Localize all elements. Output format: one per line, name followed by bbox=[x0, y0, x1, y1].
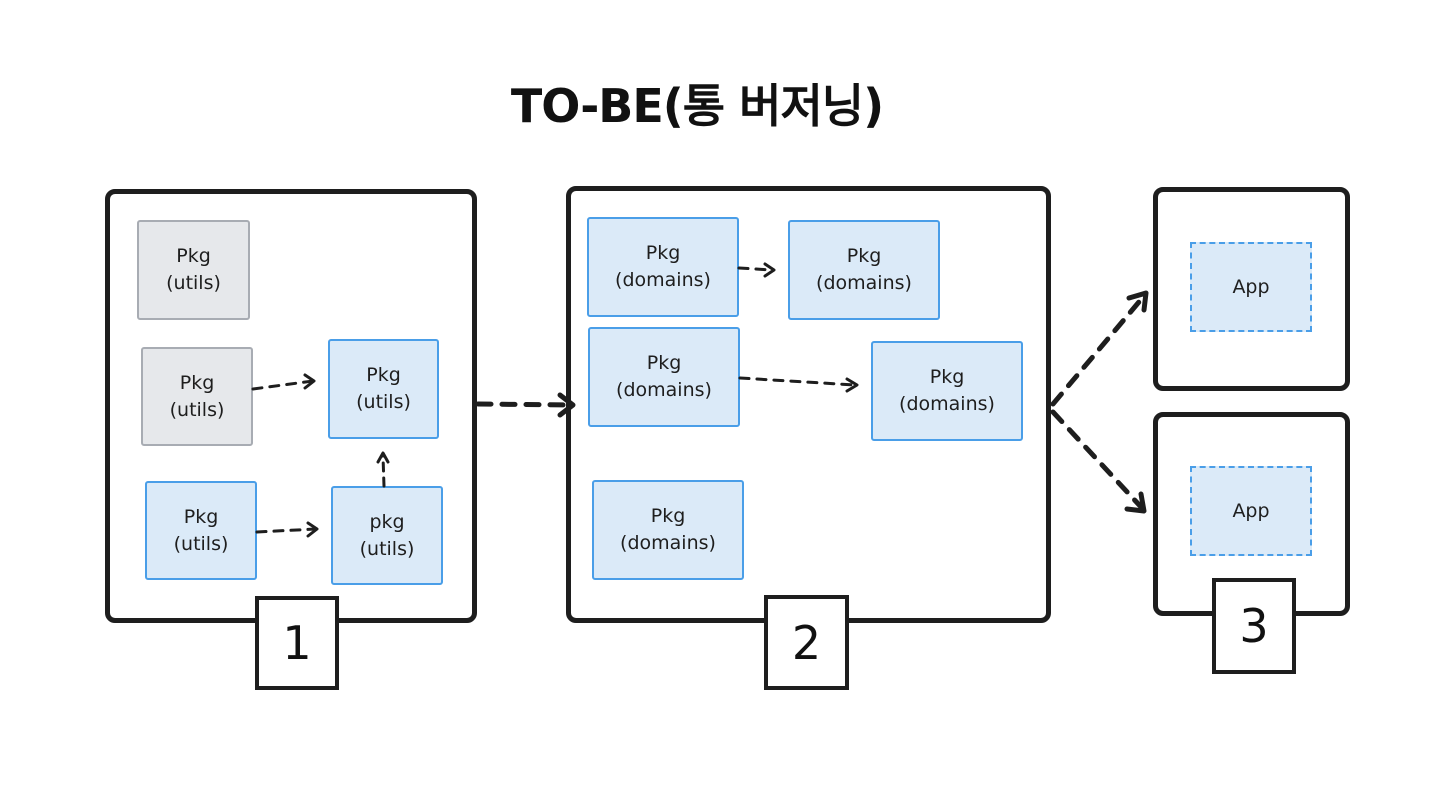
group-2-number: 2 bbox=[764, 595, 849, 690]
diagram-title: TO-BE(통 버저닝) bbox=[510, 79, 884, 133]
group-3-number: 3 bbox=[1212, 578, 1296, 674]
package-name: Pkg bbox=[846, 245, 882, 267]
package-name: pkg bbox=[369, 510, 405, 533]
package-type: (utils) bbox=[166, 272, 221, 294]
package-domains-1: Pkg (domains) bbox=[587, 217, 739, 317]
package-domains-4: Pkg (domains) bbox=[871, 341, 1023, 441]
package-type: (domains) bbox=[616, 379, 712, 401]
package-type: (utils) bbox=[359, 537, 415, 560]
arrow-group2-to-app-2 bbox=[1050, 409, 1145, 511]
package-domains-3: Pkg (domains) bbox=[588, 327, 740, 427]
package-domains-2: Pkg (domains) bbox=[788, 220, 940, 320]
package-type: (domains) bbox=[615, 269, 711, 291]
package-name: Pkg bbox=[645, 242, 681, 264]
package-domains-5: Pkg (domains) bbox=[592, 480, 744, 580]
arrowhead bbox=[1124, 491, 1147, 514]
package-utils-grey-2: Pkg (utils) bbox=[141, 347, 253, 446]
package-type: (utils) bbox=[169, 398, 225, 421]
package-name: Pkg bbox=[183, 505, 219, 528]
package-name: Pkg bbox=[650, 505, 686, 527]
package-name: Pkg bbox=[176, 245, 211, 267]
package-utils-blue-bottom-right: pkg (utils) bbox=[331, 486, 443, 585]
package-name: Pkg bbox=[646, 352, 682, 374]
package-utils-blue-bottom-left: Pkg (utils) bbox=[145, 481, 257, 580]
package-type: (domains) bbox=[899, 393, 995, 415]
package-utils-blue-top-right: Pkg (utils) bbox=[328, 339, 439, 439]
group-1-number: 1 bbox=[255, 596, 339, 690]
package-type: (utils) bbox=[356, 391, 411, 413]
package-type: (utils) bbox=[173, 532, 229, 555]
package-name: Pkg bbox=[366, 364, 401, 386]
package-name: Pkg bbox=[929, 366, 965, 388]
arrow-group2-to-app-1 bbox=[1050, 293, 1147, 407]
package-name: Pkg bbox=[179, 371, 215, 394]
app-2: App bbox=[1190, 466, 1312, 556]
package-type: (domains) bbox=[816, 272, 912, 294]
arrowhead bbox=[1126, 290, 1149, 313]
package-utils-grey-1: Pkg (utils) bbox=[137, 220, 250, 320]
app-1: App bbox=[1190, 242, 1312, 332]
package-type: (domains) bbox=[620, 532, 716, 554]
arrow-group1-to-group2 bbox=[475, 401, 573, 408]
